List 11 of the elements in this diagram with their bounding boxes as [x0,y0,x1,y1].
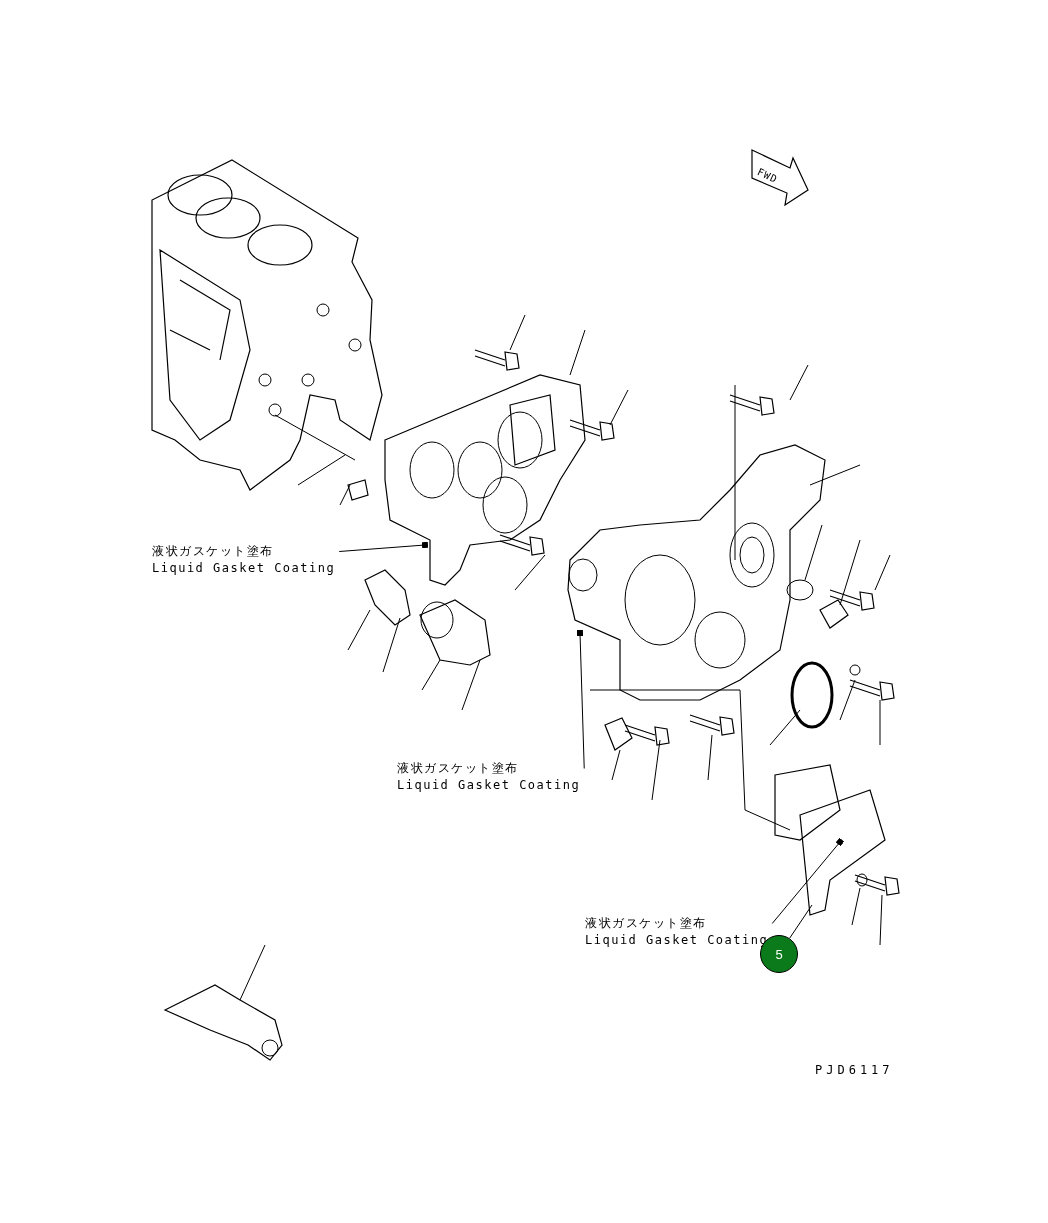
leader-line [771,837,845,924]
leader-line [789,904,813,939]
note-text: Liquid Gasket Coating [152,560,336,577]
note-text: 液状ガスケット塗布 [585,915,708,932]
drawing-number: PJD6117 [815,1063,894,1077]
leader-line [576,629,585,769]
leader-line [338,541,429,552]
note-text: 液状ガスケット塗布 [397,760,520,777]
note-text: Liquid Gasket Coating [397,777,581,794]
direction-label: FWD [755,166,780,185]
note-text: 液状ガスケット塗布 [152,543,275,560]
